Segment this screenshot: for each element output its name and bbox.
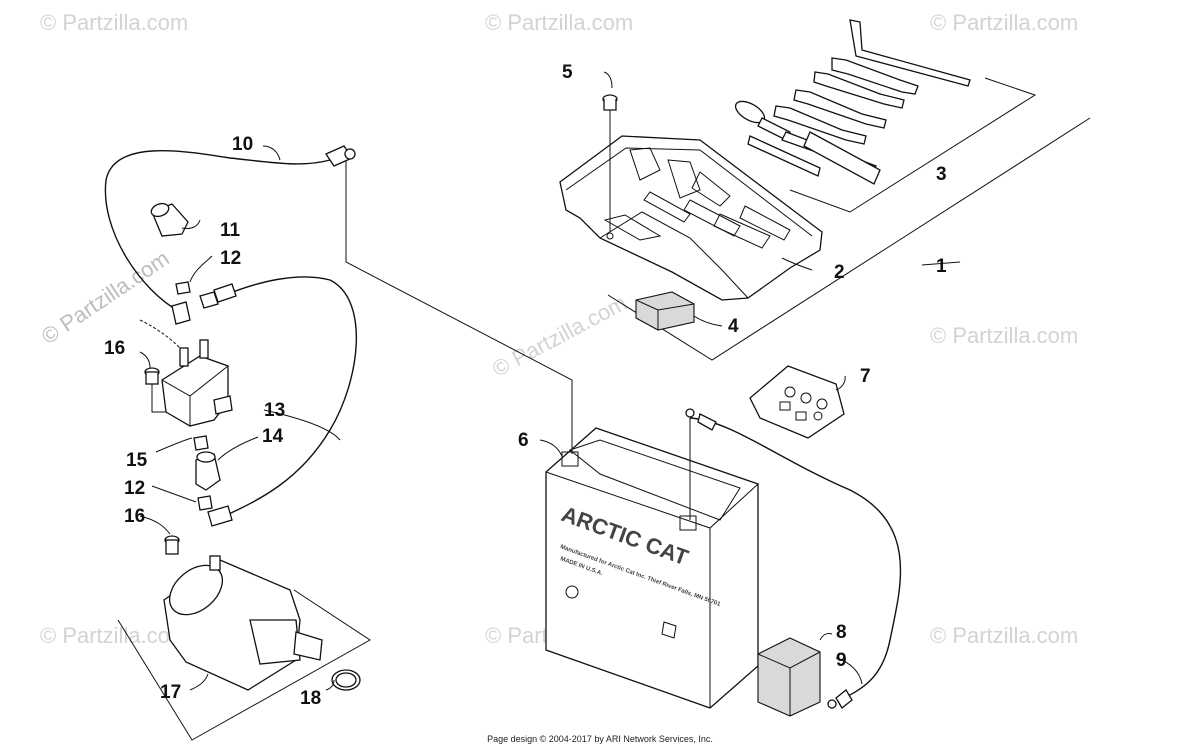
callout-16-lower: 16 bbox=[124, 506, 145, 527]
battery-pad bbox=[757, 637, 821, 717]
callout-7: 7 bbox=[860, 366, 871, 387]
callout-13: 13 bbox=[264, 400, 285, 421]
watermark: © Partzilla.com bbox=[488, 290, 631, 382]
starter-cable bbox=[207, 276, 357, 527]
tool-foam bbox=[635, 291, 695, 331]
tray-screw bbox=[602, 94, 618, 232]
callout-12-lower: 12 bbox=[124, 478, 145, 499]
watermark: © Partzilla.com bbox=[37, 246, 174, 350]
callout-2: 2 bbox=[834, 262, 845, 283]
watermark: © Partzilla.com bbox=[930, 10, 1078, 35]
watermark: © Partzilla.com bbox=[40, 623, 188, 648]
watermark: © Partzilla.com bbox=[930, 323, 1078, 348]
callout-numbers: 1 2 3 4 5 6 7 8 9 10 11 12 13 14 15 12 1… bbox=[104, 62, 947, 709]
callout-3: 3 bbox=[936, 164, 947, 185]
nuts-upper bbox=[175, 281, 219, 309]
page-footer: Page design © 2004-2017 by ARI Network S… bbox=[487, 734, 713, 744]
callout-1: 1 bbox=[936, 256, 947, 277]
tool-tray bbox=[559, 135, 823, 301]
callout-8: 8 bbox=[836, 622, 847, 643]
starter-solenoid bbox=[139, 319, 233, 427]
solenoid-bolt bbox=[144, 367, 166, 413]
callout-12-upper: 12 bbox=[220, 248, 241, 269]
callout-leaders bbox=[139, 71, 863, 691]
watermark: © Partzilla.com bbox=[930, 623, 1078, 648]
positive-cable bbox=[104, 145, 356, 325]
starter-bolt bbox=[164, 535, 180, 555]
tools bbox=[734, 19, 971, 185]
callout-15: 15 bbox=[126, 450, 148, 471]
terminal-boot-14 bbox=[193, 435, 221, 511]
callout-9: 9 bbox=[836, 650, 847, 671]
terminal-boot-11 bbox=[150, 202, 189, 237]
starter-bracket bbox=[117, 589, 371, 741]
callout-14: 14 bbox=[262, 426, 284, 447]
callout-10: 10 bbox=[232, 134, 253, 155]
callout-5: 5 bbox=[562, 62, 573, 83]
watermark: © Partzilla.com bbox=[485, 10, 633, 35]
callout-17: 17 bbox=[160, 682, 181, 703]
callout-6: 6 bbox=[518, 430, 529, 451]
hardware-kit bbox=[749, 365, 845, 439]
callout-4: 4 bbox=[728, 316, 739, 337]
callout-18: 18 bbox=[300, 688, 321, 709]
o-ring bbox=[331, 669, 361, 691]
starter-motor bbox=[163, 555, 323, 691]
battery: ARCTIC CAT Manufactured for Arctic Cat I… bbox=[545, 427, 759, 709]
negative-cable bbox=[685, 408, 902, 709]
callout-11: 11 bbox=[220, 220, 241, 241]
callout-16-upper: 16 bbox=[104, 338, 125, 359]
watermark: © Partzilla.com bbox=[40, 10, 188, 35]
